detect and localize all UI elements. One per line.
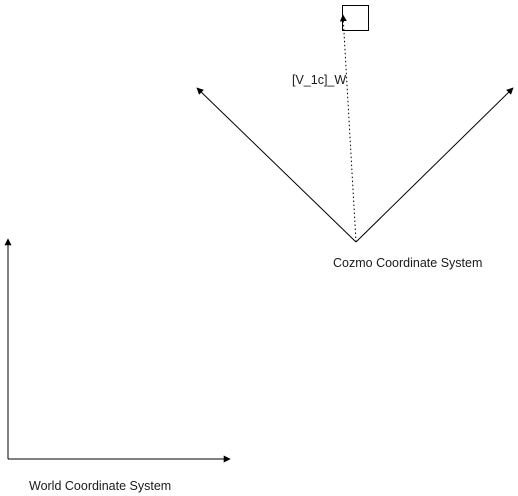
world-frame-label: World Coordinate System xyxy=(29,479,171,493)
vector-arrow xyxy=(339,14,357,243)
vector-label: [V_1c]_W xyxy=(292,73,346,87)
cozmo-axis-right xyxy=(355,87,514,243)
world-axes xyxy=(4,238,231,463)
cozmo-axes xyxy=(196,87,514,243)
cozmo-frame-label: Cozmo Coordinate System xyxy=(333,256,482,270)
target-square xyxy=(342,5,369,31)
cozmo-axis-left xyxy=(196,87,357,243)
